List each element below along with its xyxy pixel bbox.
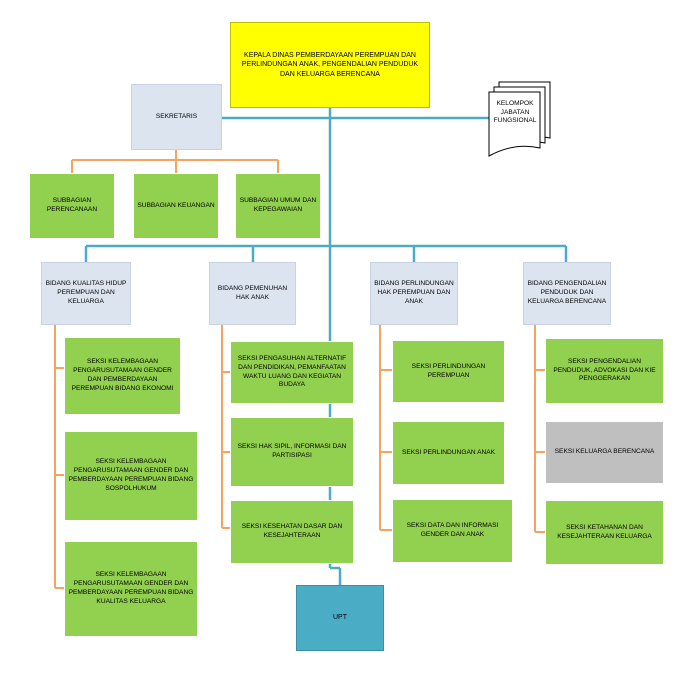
seksi-box: SEKSI PENGASUHAN ALTERNATIF DAN PENDIDIK… [230,341,354,404]
seksi-box: SEKSI KETAHANAN DAN KESEJAHTERAAN KELUAR… [545,500,664,565]
seksi-box: SEKSI PERLINDUNGAN ANAK [392,421,505,485]
seksi-box: SEKSI KELEMBAGAAN PENGARUSUTAMAAN GENDER… [64,431,198,521]
document-stack-icon [488,81,551,157]
seksi-box: SEKSI KESEHATAN DASAR DAN KESEJAHTERAAN [230,500,354,564]
sekretaris-box: SEKRETARIS [131,84,222,150]
seksi-box: SEKSI PERLINDUNGAN PEREMPUAN [392,340,505,403]
bidang-box: BIDANG PEMENUHAN HAK ANAK [209,262,296,325]
seksi-box: SEKSI KELEMBAGAAN PENGARUSUTAMAAN GENDER… [64,337,181,415]
seksi-box: SEKSI KELUARGA BERENCANA [545,421,664,484]
subbagian-box: SUBBAGIAN KEUANGAN [133,173,219,239]
bidang-box: BIDANG PENGENDALIAN PENDUDUK DAN KELUARG… [523,262,611,325]
subbagian-box: SUBBAGIAN UMUM DAN KEPEGAWAIAN [235,173,321,239]
seksi-box: SEKSI DATA DAN INFORMASI GENDER DAN ANAK [392,499,513,563]
seksi-box: SEKSI PENGENDALIAN PENDUDUK, ADVOKASI DA… [545,338,664,404]
upt-box: UPT [296,585,384,651]
seksi-box: SEKSI HAK SIPIL, INFORMASI DAN PARTISIPA… [230,417,354,487]
bidang-box: BIDANG PERLINDUNGAN HAK PEREMPUAN DAN AN… [370,262,458,325]
seksi-box: SEKSI KELEMBAGAAN PENGARUSUTAMAAN GENDER… [64,541,198,637]
bidang-box: BIDANG KUALITAS HIDUP PEREMPUAN DAN KELU… [41,262,131,325]
head-box: KEPALA DINAS PEMBERDAYAAN PEREMPUAN DAN … [230,22,430,108]
kelompok-jabatan-label: KELOMPOK JABATAN FUNGSIONAL [493,100,537,125]
subbagian-box: SUBBAGIAN PERENCANAAN [29,173,115,239]
